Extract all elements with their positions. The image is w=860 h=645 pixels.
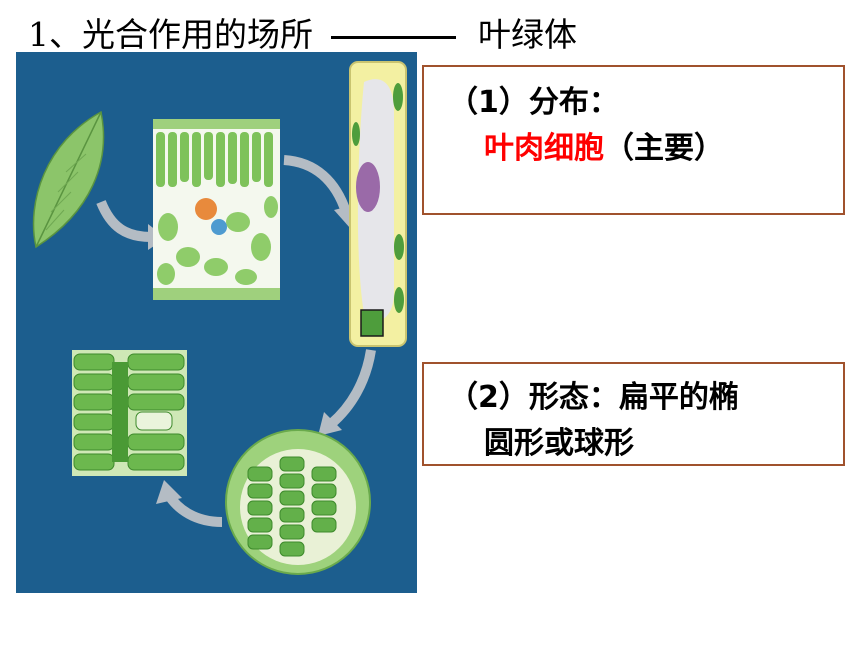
title-answer: 叶绿体 <box>478 15 577 54</box>
leaf-cross-section-icon <box>153 119 280 300</box>
slide-title: 1、光合作用的场所 叶绿体 <box>28 8 577 56</box>
shape-continuation: 圆形或球形 <box>484 426 634 461</box>
shape-box: （2）形态：扁平的椭 圆形或球形 <box>422 362 845 466</box>
leaf-icon <box>32 110 105 249</box>
plant-cell-icon <box>349 61 407 347</box>
chloroplast-icon <box>225 429 371 575</box>
distribution-note: （主要） <box>604 131 724 166</box>
distribution-primary: 叶肉细胞 <box>484 131 604 166</box>
figure-illustration <box>32 61 407 575</box>
grana-closeup-icon <box>72 350 187 476</box>
chloroplast-figure <box>16 52 417 593</box>
shape-heading: （2）形态：扁平的椭 <box>448 380 739 415</box>
title-prefix: 1、光合作用的场所 <box>28 15 313 54</box>
distribution-heading: （1）分布： <box>448 85 619 120</box>
title-dash <box>331 35 456 39</box>
distribution-line: 叶肉细胞（主要） <box>484 123 724 167</box>
distribution-box: （1）分布： 叶肉细胞（主要） <box>422 65 845 215</box>
